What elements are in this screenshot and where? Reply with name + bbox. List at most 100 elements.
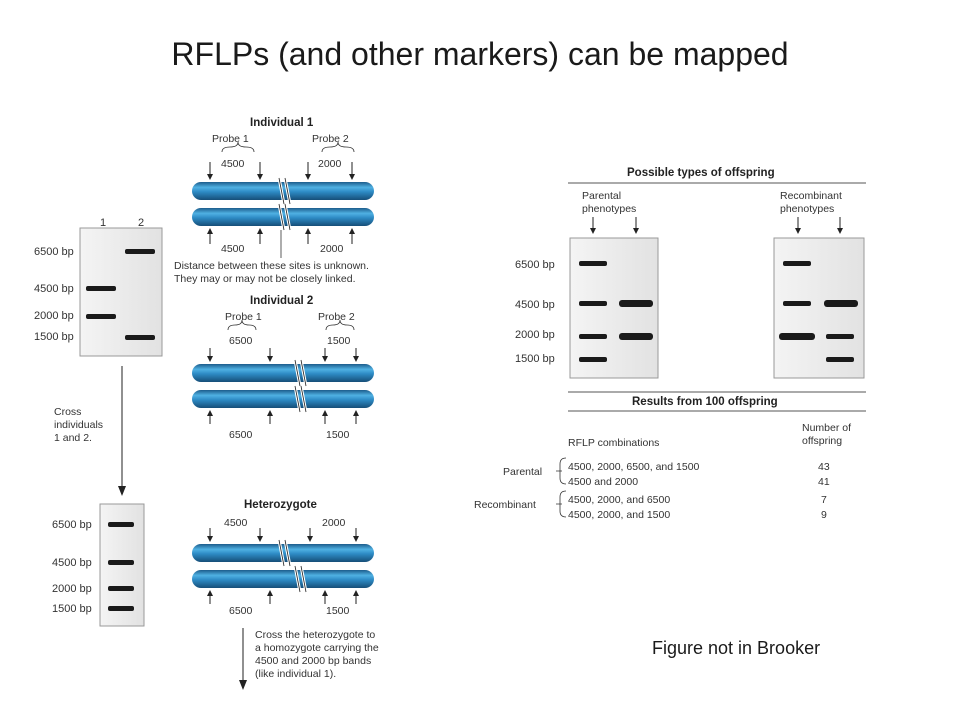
arrowhead	[322, 356, 328, 362]
arrowhead	[207, 410, 213, 416]
break-mark	[278, 539, 291, 567]
offspring-panel: Possible types of offspring Parental phe…	[515, 167, 866, 379]
gel-band	[108, 586, 134, 591]
arrowhead	[837, 228, 843, 234]
column-header-number-2: offspring	[802, 435, 842, 447]
arrowhead	[267, 410, 273, 416]
group-bracket	[556, 457, 567, 485]
arrowhead	[257, 536, 263, 542]
arrowhead	[207, 356, 213, 362]
bottom-size-b: 2000	[320, 243, 344, 255]
recombinant-label-2: phenotypes	[780, 203, 834, 215]
unknown-distance-note-1: Distance between these sites is unknown.	[174, 260, 369, 272]
size-label-1500: 1500 bp	[515, 353, 555, 365]
gel-band	[783, 301, 811, 306]
table-row-combo: 4500, 2000, and 1500	[568, 509, 670, 521]
arrowhead	[353, 410, 359, 416]
arrowhead	[305, 174, 311, 180]
top-size-a: 4500	[224, 517, 248, 529]
chromosome	[192, 364, 374, 382]
size-label-1500: 1500 bp	[52, 603, 92, 615]
results-table: Results from 100 offspring RFLP combinat…	[474, 391, 866, 521]
gel-band	[826, 334, 854, 339]
break-mark	[294, 385, 307, 413]
arrowhead	[353, 536, 359, 542]
size-label-6500: 6500 bp	[515, 259, 555, 271]
probe-2-label: Probe 2	[318, 311, 355, 323]
parental-label-2: phenotypes	[582, 203, 636, 215]
size-label-6500: 6500 bp	[52, 519, 92, 531]
gel-band	[108, 522, 134, 527]
gel-band	[619, 333, 653, 340]
individual-2: Individual 2 Probe 1 Probe 2 6500 1500 6…	[192, 295, 374, 441]
arrowhead	[349, 228, 355, 234]
gel-band	[826, 357, 854, 362]
gel-band	[108, 560, 134, 565]
heterozygote: Heterozygote 4500 2000 6500 1500	[192, 499, 374, 617]
probe-bracket	[221, 141, 255, 153]
gel-band	[579, 334, 607, 339]
top-size-a: 4500	[221, 158, 245, 170]
arrowhead	[353, 590, 359, 596]
table-row-count: 41	[818, 476, 830, 488]
arrowhead	[633, 228, 639, 234]
individual-2-title: Individual 2	[250, 295, 313, 307]
size-label-6500: 6500 bp	[34, 246, 74, 258]
heterozygote-title: Heterozygote	[244, 499, 317, 511]
arrowhead	[322, 590, 328, 596]
heterozygote-gel: 6500 bp 4500 bp 2000 bp 1500 bp	[52, 503, 145, 627]
break-mark	[278, 177, 291, 205]
het-cross-text-4: (like individual 1).	[255, 668, 336, 680]
probe-1-label: Probe 1	[212, 133, 249, 145]
gel-band	[824, 300, 858, 307]
lane-label-1: 1	[100, 217, 106, 229]
probe-bracket	[321, 141, 355, 153]
lane-label-2: 2	[138, 217, 144, 229]
cross-text-2: individuals	[54, 419, 103, 431]
het-cross-text-1: Cross the heterozygote to	[255, 629, 375, 641]
het-cross-text-2: a homozygote carrying the	[255, 642, 379, 654]
results-title: Results from 100 offspring	[632, 396, 778, 408]
unknown-distance-note-2: They may or may not be closely linked.	[174, 273, 356, 285]
table-row-combo: 4500, 2000, 6500, and 1500	[568, 461, 700, 473]
size-label-2000: 2000 bp	[515, 329, 555, 341]
bottom-size-a: 6500	[229, 429, 253, 441]
arrowhead	[590, 228, 596, 234]
probe-bracket	[325, 319, 355, 331]
arrowhead	[353, 356, 359, 362]
arrowhead	[267, 590, 273, 596]
size-label-4500: 4500 bp	[515, 299, 555, 311]
arrowhead	[307, 536, 313, 542]
arrowhead	[207, 174, 213, 180]
size-label-4500: 4500 bp	[34, 283, 74, 295]
bottom-size-b: 1500	[326, 605, 350, 617]
bottom-size-b: 1500	[326, 429, 350, 441]
group-recombinant: Recombinant	[474, 499, 536, 511]
table-row-combo: 4500 and 2000	[568, 476, 638, 488]
gel-band	[86, 314, 116, 319]
arrowhead	[349, 174, 355, 180]
gel-band	[108, 606, 134, 611]
individual-1: Individual 1 Probe 1 Probe 2 4500 2000 4…	[174, 117, 374, 285]
arrowhead	[257, 228, 263, 234]
cross-text-3: 1 and 2.	[54, 432, 92, 444]
individual-1-title: Individual 1	[250, 117, 314, 129]
arrowhead	[305, 228, 311, 234]
table-row-count: 9	[821, 509, 827, 521]
arrowhead	[795, 228, 801, 234]
gel-band	[125, 249, 155, 254]
parental-label-1: Parental	[582, 190, 621, 202]
arrowhead	[267, 356, 273, 362]
gel-band	[579, 301, 607, 306]
break-mark	[278, 203, 291, 231]
break-mark	[294, 565, 307, 593]
column-header-combinations: RFLP combinations	[568, 437, 659, 449]
size-label-4500: 4500 bp	[52, 557, 92, 569]
recombinant-label-1: Recombinant	[780, 190, 842, 202]
size-label-1500: 1500 bp	[34, 331, 74, 343]
size-label-2000: 2000 bp	[34, 310, 74, 322]
probe-bracket	[227, 319, 257, 331]
het-cross-text-3: 4500 and 2000 bp bands	[255, 655, 371, 667]
probe-2-label: Probe 2	[312, 133, 349, 145]
